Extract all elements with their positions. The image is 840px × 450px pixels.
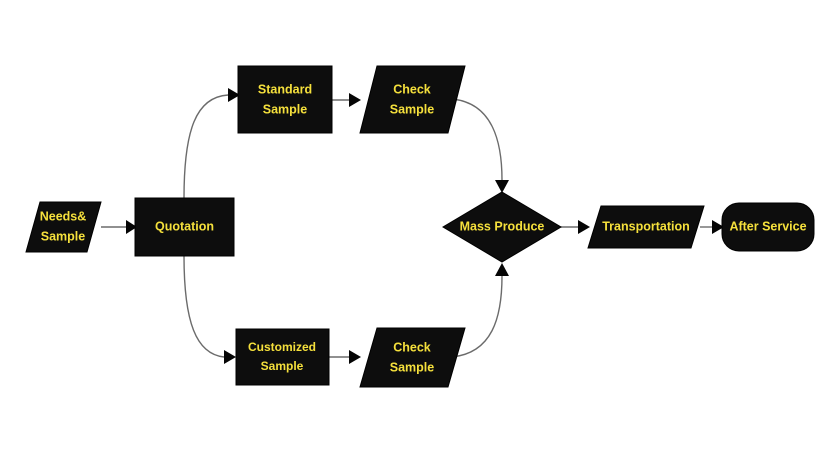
edge-transportation-to-after-service [700,220,724,234]
node-customized-sample-line1: Customized [248,340,316,354]
edge-needs-to-quotation [101,220,137,234]
node-standard-sample-line1: Standard [258,82,312,96]
node-check-sample-top-line1: Check [393,82,431,96]
node-mass-produce-label: Mass Produce [460,219,545,233]
edge-check-bottom-to-mass [451,263,509,358]
node-after-service-label: After Service [729,219,806,233]
node-standard-sample-line2: Sample [263,102,308,116]
node-quotation-label: Quotation [155,219,214,233]
node-transportation[interactable]: Transportation [587,205,705,249]
edge-check-top-to-mass [451,98,509,193]
node-customized-sample-line2: Sample [261,359,304,373]
node-quotation[interactable]: Quotation [134,197,235,257]
node-check-sample-bottom-line2: Sample [390,360,435,374]
node-mass-produce[interactable]: Mass Produce [442,191,562,263]
edge-quotation-to-customized [183,255,236,364]
node-customized-sample[interactable]: Customized Sample [235,328,330,386]
edge-customized-to-check-bottom [329,350,361,364]
node-needs-sample[interactable]: Needs& Sample [25,201,102,253]
node-transportation-label: Transportation [602,219,690,233]
node-needs-sample-line1: Needs& [40,209,87,223]
node-check-sample-bottom-line1: Check [393,340,431,354]
node-standard-sample[interactable]: Standard Sample [237,65,333,134]
node-needs-sample-line2: Sample [41,229,86,243]
node-check-sample-top[interactable]: Check Sample [359,65,466,134]
edge-quotation-to-standard [183,88,240,199]
node-check-sample-bottom[interactable]: Check Sample [359,327,466,388]
edge-mass-to-transportation [560,220,590,234]
node-check-sample-top-line2: Sample [390,102,435,116]
edge-standard-to-check-top [332,93,361,107]
node-after-service[interactable]: After Service [721,202,815,252]
